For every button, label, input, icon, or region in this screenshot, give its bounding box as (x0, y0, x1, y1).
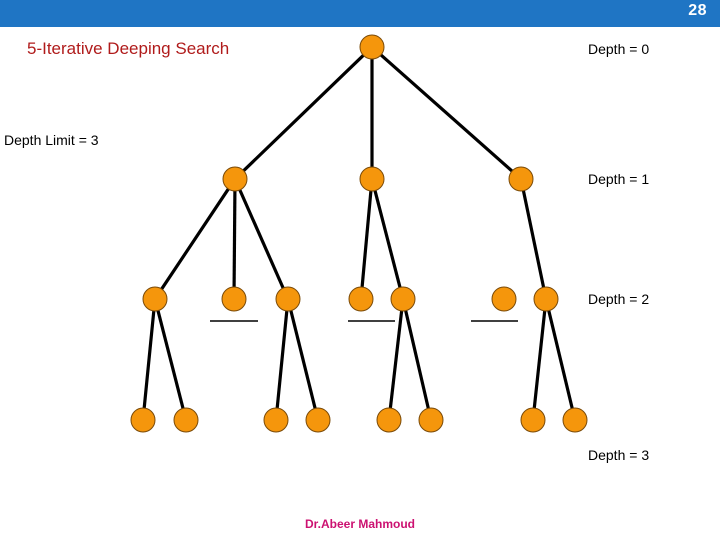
tree-node-group (130, 34, 588, 433)
tree-edge (237, 187, 286, 291)
tree-node[interactable] (173, 407, 199, 433)
tree-edge (521, 188, 546, 290)
tree-node[interactable] (520, 407, 546, 433)
tree-node[interactable] (130, 407, 156, 433)
tree-edge (155, 308, 186, 411)
depth-label-0: Depth = 0 (588, 41, 650, 57)
tree-node[interactable] (348, 286, 374, 312)
tree-node[interactable] (263, 407, 289, 433)
tree-node[interactable] (390, 286, 416, 312)
page-title: 5-Iterative Deeping Search (27, 39, 230, 58)
tree-node[interactable] (275, 286, 301, 312)
tree-node[interactable] (359, 34, 385, 60)
tree-node[interactable] (359, 166, 385, 192)
tree-edge (159, 186, 231, 292)
tree-edge (232, 188, 237, 290)
tree-node[interactable] (533, 286, 559, 312)
depth-label-1: Depth = 1 (588, 171, 650, 187)
tree-node[interactable] (305, 407, 331, 433)
tree-edge (142, 308, 156, 411)
depth-label-3: Depth = 3 (588, 447, 650, 463)
tree-node[interactable] (222, 166, 248, 192)
tree-edge (372, 188, 403, 290)
depth-limit-label: Depth Limit = 3 (4, 132, 99, 148)
tree-edge-group (142, 52, 575, 411)
tree-edge (378, 52, 515, 174)
tree-edge (546, 308, 575, 411)
tree-edge (360, 188, 373, 290)
tree-node[interactable] (491, 286, 517, 312)
tree-edge (241, 52, 366, 174)
tree-edge (388, 308, 404, 411)
tree-node[interactable] (142, 286, 168, 312)
header-bar: 28 (0, 0, 720, 27)
depth-label-2: Depth = 2 (588, 291, 650, 307)
page-number: 28 (688, 2, 707, 19)
tree-edge (275, 308, 289, 411)
tree-edge (532, 308, 547, 411)
author-credit: Dr.Abeer Mahmoud (304, 517, 415, 531)
tree-node[interactable] (508, 166, 534, 192)
tree-node[interactable] (562, 407, 588, 433)
tree-node[interactable] (376, 407, 402, 433)
tree-edge (288, 308, 318, 411)
tree-edge (403, 308, 431, 411)
tree-node[interactable] (418, 407, 444, 433)
tree-node[interactable] (221, 286, 247, 312)
